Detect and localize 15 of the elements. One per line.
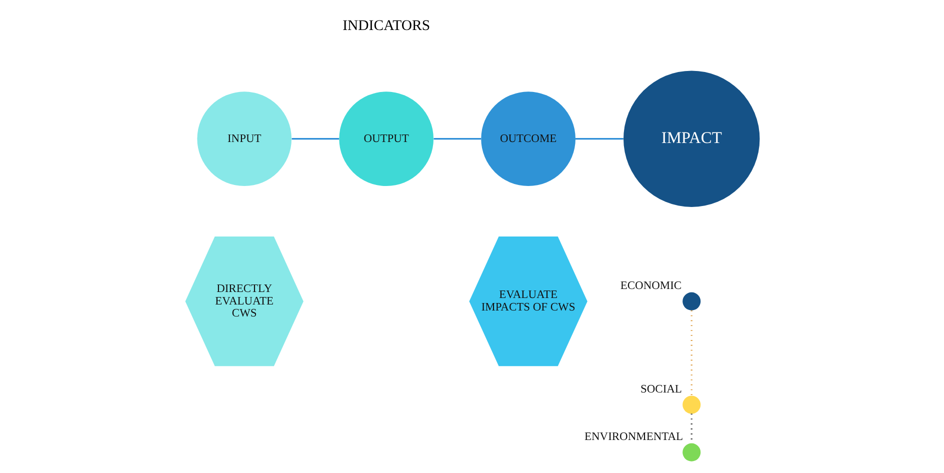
connector [575, 138, 623, 140]
node-circle [682, 443, 700, 462]
node-circle: OUTPUT [338, 92, 434, 186]
node-circle [682, 396, 700, 414]
node-label: SOCIAL [640, 384, 682, 396]
connector [291, 138, 339, 140]
node-label: ECONOMIC [620, 280, 682, 292]
node-circle: OUTCOME [480, 92, 575, 186]
node-circle: INPUT [196, 92, 292, 186]
node-label: ENVIRONMENTAL [584, 431, 682, 444]
connector [433, 138, 481, 140]
node-circle [682, 292, 700, 310]
node-circle: IMPACT [623, 70, 760, 207]
label: INDICATORS [342, 18, 430, 34]
connector [690, 310, 692, 396]
